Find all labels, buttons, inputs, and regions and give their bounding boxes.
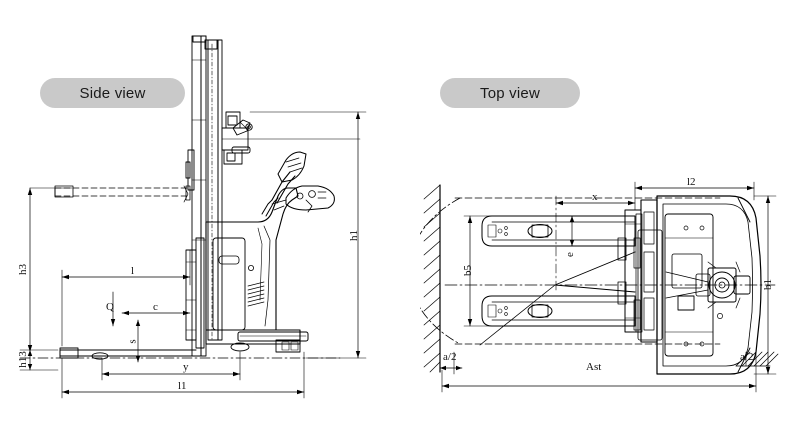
side-view-label-text: Side view <box>79 84 146 102</box>
dim-label-l2: l2 <box>687 176 696 188</box>
dim-label-b5: b5 <box>462 265 474 276</box>
side-view-label: Side view <box>40 78 185 108</box>
dim-label-e: e <box>563 252 576 257</box>
dim-label-l: l <box>131 265 135 277</box>
top-view-label: Top view <box>440 78 580 108</box>
dim-label-h1: h1 <box>348 230 360 241</box>
dim-label-a2-right: a/2 <box>740 351 754 363</box>
dim-label-h3: h3 <box>17 264 29 275</box>
dim-label-Ast: Ast <box>586 361 602 373</box>
dim-label-s: s <box>126 339 139 344</box>
top-view-label-text: Top view <box>480 84 540 102</box>
dim-label-l1: l1 <box>178 380 187 392</box>
dim-label-c: c <box>153 301 158 313</box>
dim-label-h13: h13 <box>16 351 29 368</box>
side-view-drawing <box>19 35 367 399</box>
dim-label-a2: a/2 <box>443 351 457 363</box>
top-view-drawing <box>420 181 779 393</box>
dim-label-y: y <box>183 361 189 373</box>
dim-label-Q: Q <box>106 301 114 313</box>
dim-label-b1: b1 <box>762 279 774 290</box>
dim-label-x: x <box>592 191 598 203</box>
